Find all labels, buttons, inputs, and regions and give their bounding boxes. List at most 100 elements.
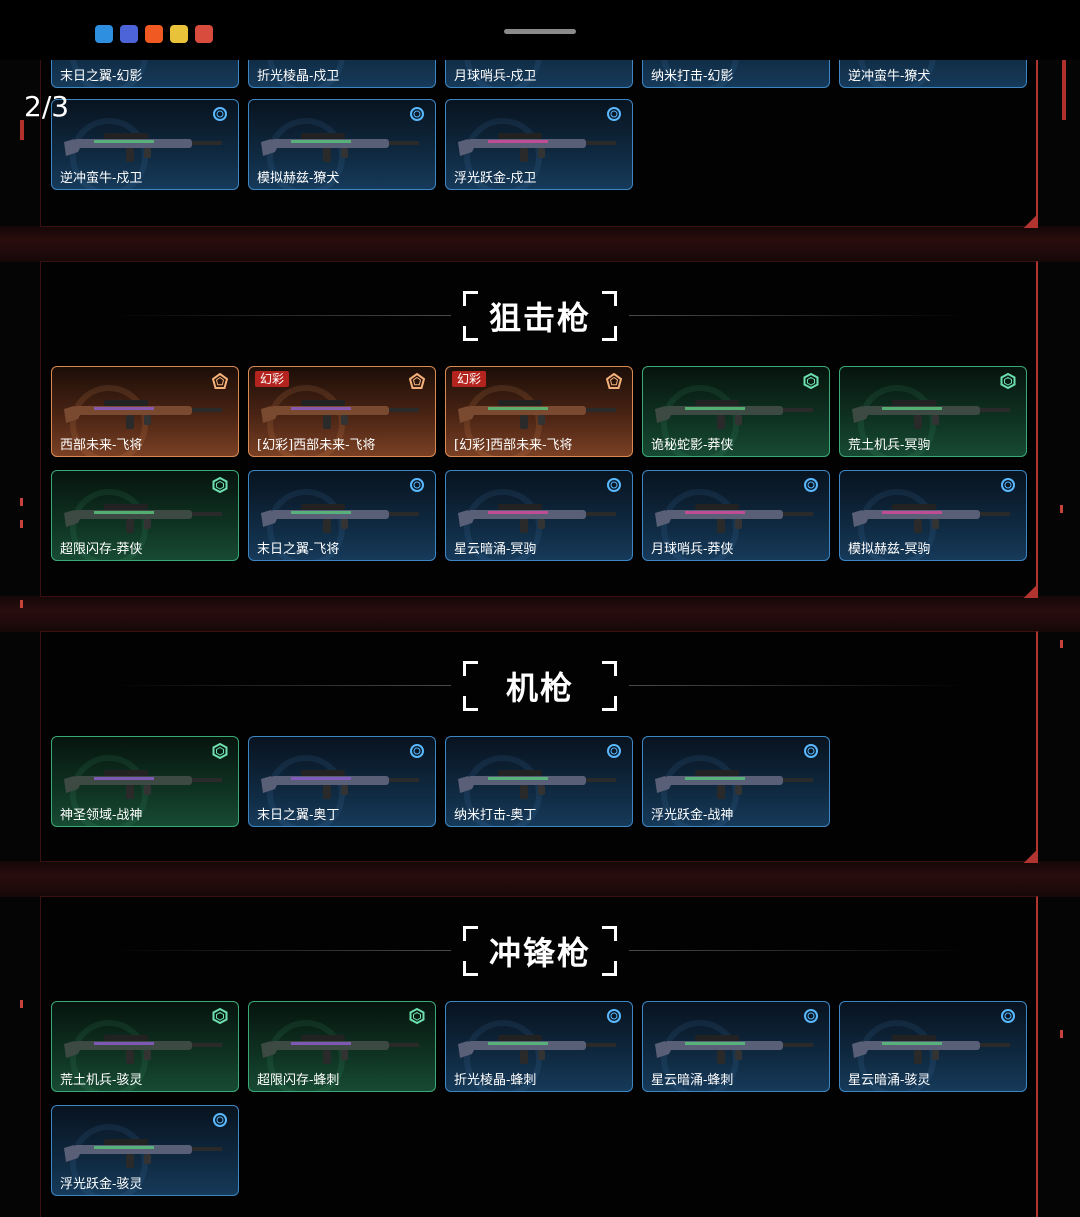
weapon-skin-label: 荒土机兵-冥驹	[848, 438, 931, 453]
weapon-skin-label: 西部未来-飞将	[60, 438, 143, 453]
weapon-skin-label: 折光棱晶-戍卫	[257, 69, 340, 84]
weapon-skin-label: 末日之翼-奥丁	[257, 808, 340, 823]
page-counter: 2/3	[24, 90, 70, 123]
ring-icon	[804, 478, 818, 492]
section-header: 机枪	[41, 656, 1039, 716]
drag-handle[interactable]	[504, 29, 576, 34]
weapon-skin-image	[261, 504, 419, 533]
hexagon-icon	[803, 373, 819, 389]
hexagon-icon	[212, 1008, 228, 1024]
weapon-skin-image	[64, 504, 222, 533]
app-icon-tieba[interactable]	[120, 25, 138, 43]
weapon-skin-card[interactable]: 浮光跃金-戍卫	[445, 99, 633, 190]
weapon-skin-label: 逆冲蛮牛-戍卫	[60, 171, 143, 186]
weapon-skin-card[interactable]: 超限闪存-莽侠	[51, 470, 239, 561]
section-title: 狙击枪	[488, 299, 591, 337]
ring-icon	[410, 478, 424, 492]
ring-icon	[607, 744, 621, 758]
weapon-skin-label: 月球哨兵-莽侠	[651, 542, 734, 557]
ring-icon	[1001, 1009, 1015, 1023]
weapon-skin-label: 末日之翼-幻影	[60, 69, 143, 84]
side-accent-line	[20, 120, 24, 140]
pentagon-icon	[212, 373, 228, 389]
weapon-skin-card[interactable]: 星云暗涌-蜂刺	[642, 1001, 830, 1092]
weapon-skin-label: 纳米打击-幻影	[651, 69, 734, 84]
app-icon-mascot[interactable]	[195, 25, 213, 43]
app-icon-yellow[interactable]	[170, 25, 188, 43]
weapon-skin-card[interactable]: 诡秘蛇影-莽侠	[642, 366, 830, 457]
variant-tag: 幻彩	[452, 371, 487, 387]
hexagon-icon	[1000, 373, 1016, 389]
weapon-skin-label: 逆冲蛮牛-獠犬	[848, 69, 931, 84]
weapon-skin-card[interactable]: 星云暗涌-骇灵	[839, 1001, 1027, 1092]
app-icon-blue[interactable]	[95, 25, 113, 43]
section-header: 狙击枪	[41, 286, 1039, 346]
section-title: 冲锋枪	[488, 934, 591, 972]
hexagon-icon	[212, 477, 228, 493]
weapon-skin-card[interactable]: 模拟赫兹-冥驹	[839, 470, 1027, 561]
panel-corner	[1024, 214, 1038, 228]
weapon-skin-image	[64, 133, 222, 162]
weapon-skin-image	[458, 400, 616, 429]
weapon-skin-image	[458, 1035, 616, 1064]
weapon-skin-card[interactable]: 西部未来-飞将	[51, 366, 239, 457]
weapon-skin-card[interactable]: 纳米打击-奥丁	[445, 736, 633, 827]
ring-icon	[410, 107, 424, 121]
weapon-skin-image	[261, 770, 419, 799]
weapon-skin-label: 浮光跃金-骇灵	[60, 1177, 143, 1192]
weapon-skin-image	[852, 504, 1010, 533]
weapon-skin-card[interactable]: 模拟赫兹-獠犬	[248, 99, 436, 190]
pentagon-icon	[409, 373, 425, 389]
weapon-skin-card[interactable]: 末日之翼-飞将	[248, 470, 436, 561]
side-dash	[20, 600, 23, 608]
section-title: 机枪	[505, 669, 574, 707]
weapon-skin-card[interactable]: 幻彩 [幻彩]西部未来-飞将	[445, 366, 633, 457]
weapon-skin-image	[458, 133, 616, 162]
weapon-skin-image	[64, 400, 222, 429]
weapon-skin-card[interactable]: 月球哨兵-莽侠	[642, 470, 830, 561]
weapon-skin-card[interactable]: 折光棱晶-蜂刺	[445, 1001, 633, 1092]
weapon-skin-card[interactable]: 浮光跃金-骇灵	[51, 1105, 239, 1196]
ring-icon	[804, 744, 818, 758]
weapon-skin-card[interactable]: 末日之翼-奥丁	[248, 736, 436, 827]
weapon-skin-image	[458, 504, 616, 533]
weapon-skin-card[interactable]: 荒土机兵-骇灵	[51, 1001, 239, 1092]
weapon-skin-image	[261, 1035, 419, 1064]
weapon-skin-card[interactable]: 超限闪存-蜂刺	[248, 1001, 436, 1092]
panel-machine-gun: 机枪 神圣领域-战神末日之翼-奥丁 纳米打击-奥丁浮光跃金-战神	[40, 631, 1039, 863]
section-header: 冲锋枪	[41, 921, 1039, 981]
hexagon-icon	[409, 1008, 425, 1024]
weapon-skin-card[interactable]: 神圣领域-战神	[51, 736, 239, 827]
weapon-skin-card[interactable]: 幻彩[幻彩]西部未来-飞将	[248, 366, 436, 457]
weapon-skin-label: 末日之翼-飞将	[257, 542, 340, 557]
ring-icon	[213, 107, 227, 121]
side-dash	[20, 520, 23, 528]
weapon-skin-label: [幻彩]西部未来-飞将	[454, 438, 573, 453]
weapon-skin-label: 浮光跃金-战神	[651, 808, 734, 823]
ring-icon	[410, 744, 424, 758]
side-dash	[1060, 505, 1063, 513]
pentagon-icon	[606, 373, 622, 389]
ring-icon	[607, 107, 621, 121]
panel-corner	[1024, 849, 1038, 863]
weapon-skin-card[interactable]: 浮光跃金-战神	[642, 736, 830, 827]
weapon-skin-label: 星云暗涌-蜂刺	[651, 1073, 734, 1088]
weapon-skin-label: 模拟赫兹-獠犬	[257, 171, 340, 186]
ring-icon	[804, 1009, 818, 1023]
bg-divider-band	[0, 596, 1080, 632]
panel-top: 末日之翼-幻影 折光棱晶-戍卫 月球哨兵-戍卫 纳米打击-幻影 逆冲蛮牛-獠犬 逆冲蛮牛…	[40, 0, 1038, 228]
app-icon-orange[interactable]	[145, 25, 163, 43]
ring-icon	[1001, 478, 1015, 492]
weapon-skin-label: 浮光跃金-戍卫	[454, 171, 537, 186]
weapon-skin-label: 月球哨兵-戍卫	[454, 69, 537, 84]
ring-icon	[607, 478, 621, 492]
weapon-skin-image	[261, 133, 419, 162]
weapon-skin-image	[458, 770, 616, 799]
weapon-skin-card[interactable]: 逆冲蛮牛-戍卫	[51, 99, 239, 190]
weapon-skin-label: 超限闪存-蜂刺	[257, 1073, 340, 1088]
weapon-skin-card[interactable]: 荒土机兵-冥驹	[839, 366, 1027, 457]
hexagon-icon	[212, 743, 228, 759]
weapon-skin-card[interactable]: 星云暗涌-冥驹	[445, 470, 633, 561]
weapon-skin-image	[261, 400, 419, 429]
